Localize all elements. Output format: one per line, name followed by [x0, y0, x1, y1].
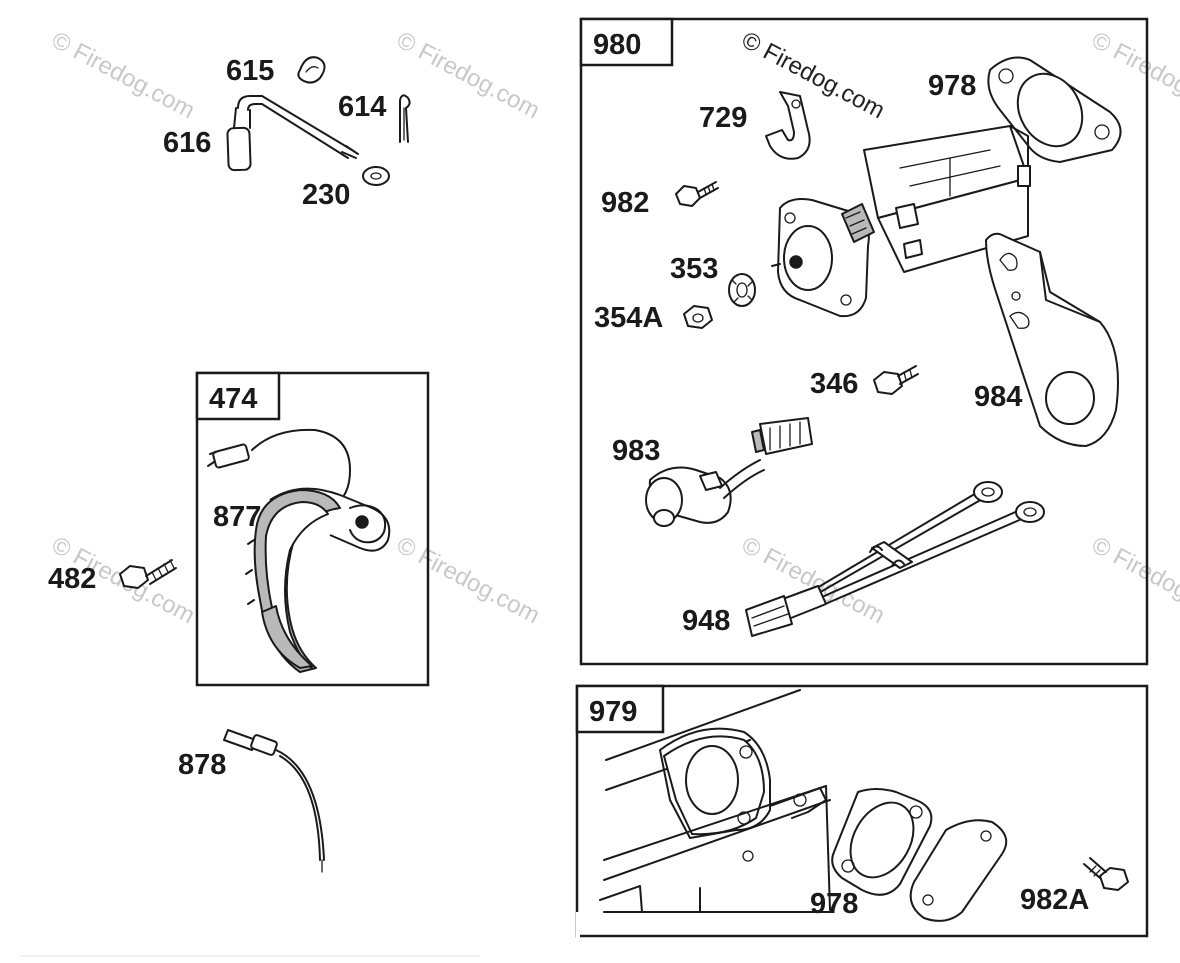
part-354A-nut [683, 305, 713, 329]
part-label: 346 [810, 368, 858, 400]
box-979-frame [575, 684, 1149, 938]
box-979-tag [575, 684, 665, 734]
watermark: © Firedog.com [737, 26, 889, 124]
part-230-washer [362, 166, 390, 186]
watermark: © Firedog.com [392, 531, 544, 629]
watermark: © Firedog.com [1087, 531, 1180, 629]
part-label: 984 [974, 381, 1022, 413]
part-482-bolt [119, 559, 177, 589]
part-346-screw [873, 365, 919, 395]
box-474-tag [195, 371, 281, 421]
part-983-switch [645, 417, 813, 527]
part-label: 948 [682, 605, 730, 637]
part-label: 978 [810, 888, 858, 920]
part-878-wire [223, 729, 325, 873]
box-980-tag [579, 17, 674, 67]
part-label: 614 [338, 91, 386, 123]
part-984-bracket [985, 232, 1119, 447]
part-label: 354A [594, 302, 663, 334]
part-label: 982A [1020, 884, 1089, 916]
part-block-off-plate [909, 819, 1008, 922]
part-starter-motor [771, 125, 1031, 318]
part-label: 978 [928, 70, 976, 102]
box-474-frame [195, 371, 430, 687]
part-label: 878 [178, 749, 226, 781]
part-615-clip [297, 56, 326, 84]
part-978-gasket [987, 56, 1122, 163]
part-982A-screw [1083, 857, 1129, 891]
part-label: 982 [601, 187, 649, 219]
box-979-gap [576, 912, 580, 938]
part-982-bolt [675, 181, 719, 207]
box-label: 980 [593, 29, 641, 61]
box-label: 474 [209, 383, 257, 415]
part-729-clip [765, 91, 811, 160]
part-label: 230 [302, 179, 350, 211]
part-353-lock-washer [728, 273, 756, 307]
watermark: © Firedog.com [392, 26, 544, 124]
part-label: 877 [213, 501, 261, 533]
part-label: 616 [163, 127, 211, 159]
part-948-wire-harness [745, 481, 1045, 637]
box-label: 979 [589, 696, 637, 728]
part-label: 615 [226, 55, 274, 87]
part-877-armature [207, 428, 391, 673]
part-label: 729 [699, 102, 747, 134]
part-614-cotter-pin [399, 94, 411, 143]
engine-block-section [599, 689, 831, 913]
part-label: 353 [670, 253, 718, 285]
part-978-gasket [831, 788, 933, 896]
watermark: © Firedog.com [47, 26, 199, 124]
part-label: 983 [612, 435, 660, 467]
part-616-rod [226, 95, 359, 172]
box-980-frame [579, 17, 1149, 666]
part-label: 482 [48, 563, 96, 595]
